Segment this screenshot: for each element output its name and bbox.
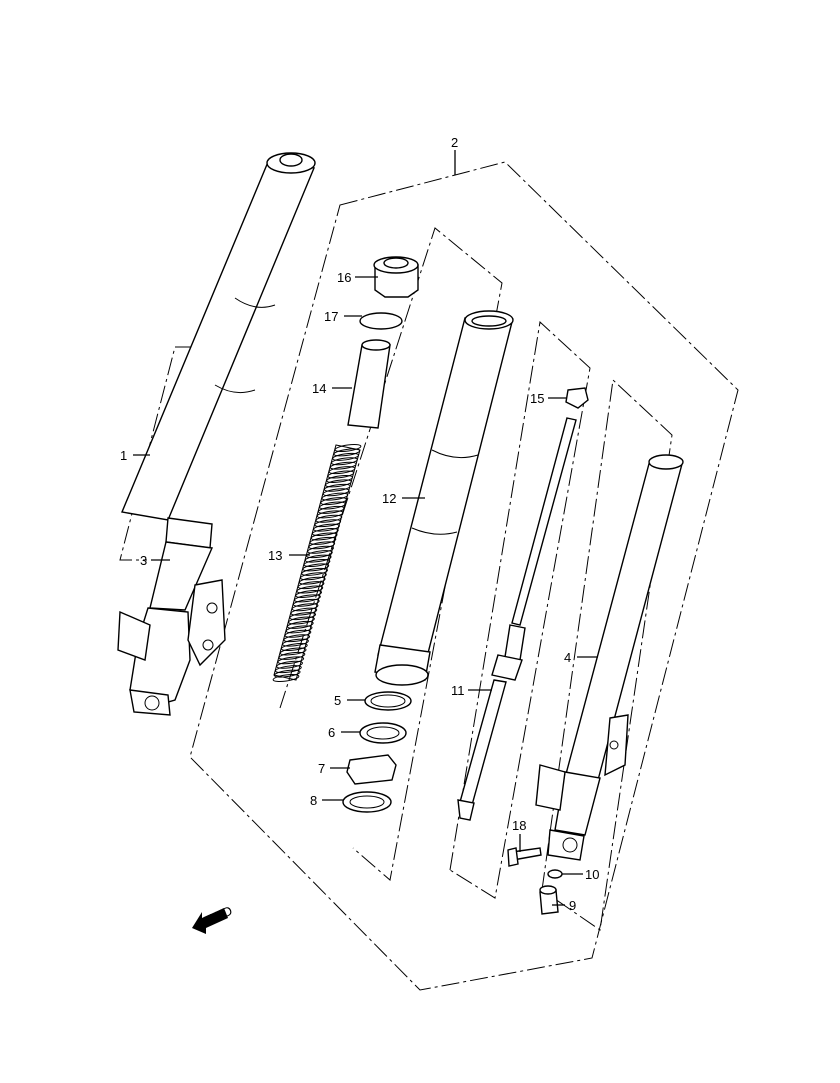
spring-coil — [273, 669, 301, 678]
spring-coil — [317, 505, 345, 514]
spring-coil — [301, 567, 328, 576]
spring-coil — [332, 452, 359, 461]
spring-coil — [310, 532, 338, 541]
drain-bolt-9 — [539, 885, 559, 915]
fork-assembly-left — [117, 152, 316, 716]
callout-8: 8 — [310, 793, 317, 808]
callout-13: 13 — [268, 548, 282, 563]
spring-coil — [316, 510, 344, 519]
callout-11: 11 — [451, 683, 465, 698]
spring-coil — [290, 607, 318, 616]
spring-coil — [329, 461, 357, 470]
callout-14: 14 — [312, 381, 326, 396]
bolt-18 — [507, 847, 542, 867]
spring-coil — [315, 514, 343, 523]
spring-coil — [276, 660, 303, 669]
spring-coil — [304, 554, 332, 563]
callout-16: 16 — [337, 270, 351, 285]
spring-coil — [288, 616, 315, 625]
stopper-ring-7 — [346, 754, 397, 785]
callout-7: 7 — [318, 761, 325, 776]
spring-coil — [291, 603, 319, 612]
nut-15 — [565, 387, 589, 409]
spring-coil — [275, 665, 302, 674]
spring-coil — [323, 483, 351, 492]
spring-coil — [333, 448, 361, 457]
spring-coil — [322, 488, 350, 497]
spring-coil — [292, 598, 320, 607]
spring-coil — [314, 519, 342, 528]
spring-coil — [302, 563, 330, 572]
spring-coil — [321, 492, 349, 501]
callout-17: 17 — [324, 309, 338, 324]
spring-coil — [334, 444, 362, 452]
fwd-direction-arrow: FWD — [192, 903, 235, 934]
spring-coil — [303, 559, 331, 567]
callout-15: 15 — [530, 391, 544, 406]
callout-18: 18 — [512, 818, 526, 833]
spring-coil — [311, 528, 339, 537]
spring-coil — [331, 457, 358, 466]
spring-coil — [289, 612, 317, 621]
callout-6: 6 — [328, 725, 335, 740]
spring-coil — [272, 674, 300, 682]
fork-spring-13 — [272, 444, 362, 682]
oil-seal-6 — [359, 722, 407, 744]
spring-coil — [285, 625, 313, 634]
leader-lines — [133, 150, 598, 906]
fwd-label: FWD — [201, 903, 234, 929]
callout-1: 1 — [120, 448, 127, 463]
inner-tube-12 — [374, 310, 514, 686]
spacer-14 — [347, 339, 391, 429]
spring-coil — [295, 589, 323, 598]
subgroup-boundary-outer-tube — [541, 378, 673, 931]
subgroup-boundary-damper — [449, 321, 591, 899]
spring-coil — [325, 479, 352, 488]
assembly-2-boundary — [189, 161, 739, 991]
spring-coil — [283, 634, 311, 643]
spring-coil — [306, 550, 333, 559]
spring-coil — [328, 466, 356, 475]
spring-coil — [307, 545, 334, 554]
callout-10: 10 — [585, 867, 599, 882]
spring-coil — [313, 523, 340, 532]
o-ring-17 — [359, 312, 403, 330]
damper-rod-11 — [457, 417, 577, 821]
callout-2: 2 — [451, 135, 458, 150]
callout-12: 12 — [382, 491, 396, 506]
outer-tube-4 — [535, 454, 684, 861]
spring-coil — [327, 470, 355, 479]
spring-coil — [294, 594, 321, 603]
callout-5: 5 — [334, 693, 341, 708]
spring-coil — [278, 651, 306, 660]
spring-coil — [300, 572, 327, 581]
spring-coil — [320, 497, 348, 506]
spring-coil — [286, 620, 314, 629]
dust-seal-8 — [342, 791, 392, 813]
spring-coil — [284, 629, 312, 638]
callout-4: 4 — [564, 650, 571, 665]
spring-coil — [297, 581, 325, 590]
spring-coil — [308, 541, 336, 550]
spring-coil — [280, 643, 308, 652]
spring-coil — [277, 656, 305, 665]
spring-coil — [326, 474, 354, 483]
callout-9: 9 — [569, 898, 576, 913]
spring-coil — [298, 576, 326, 585]
spring-coil — [282, 638, 309, 647]
washer-10 — [547, 869, 563, 879]
spring-coil — [309, 536, 337, 545]
callout-3: 3 — [140, 553, 147, 568]
spring-coil — [319, 501, 346, 510]
spring-coil — [279, 647, 307, 656]
fork-cap-16 — [373, 256, 419, 298]
spring-coil — [296, 585, 324, 594]
